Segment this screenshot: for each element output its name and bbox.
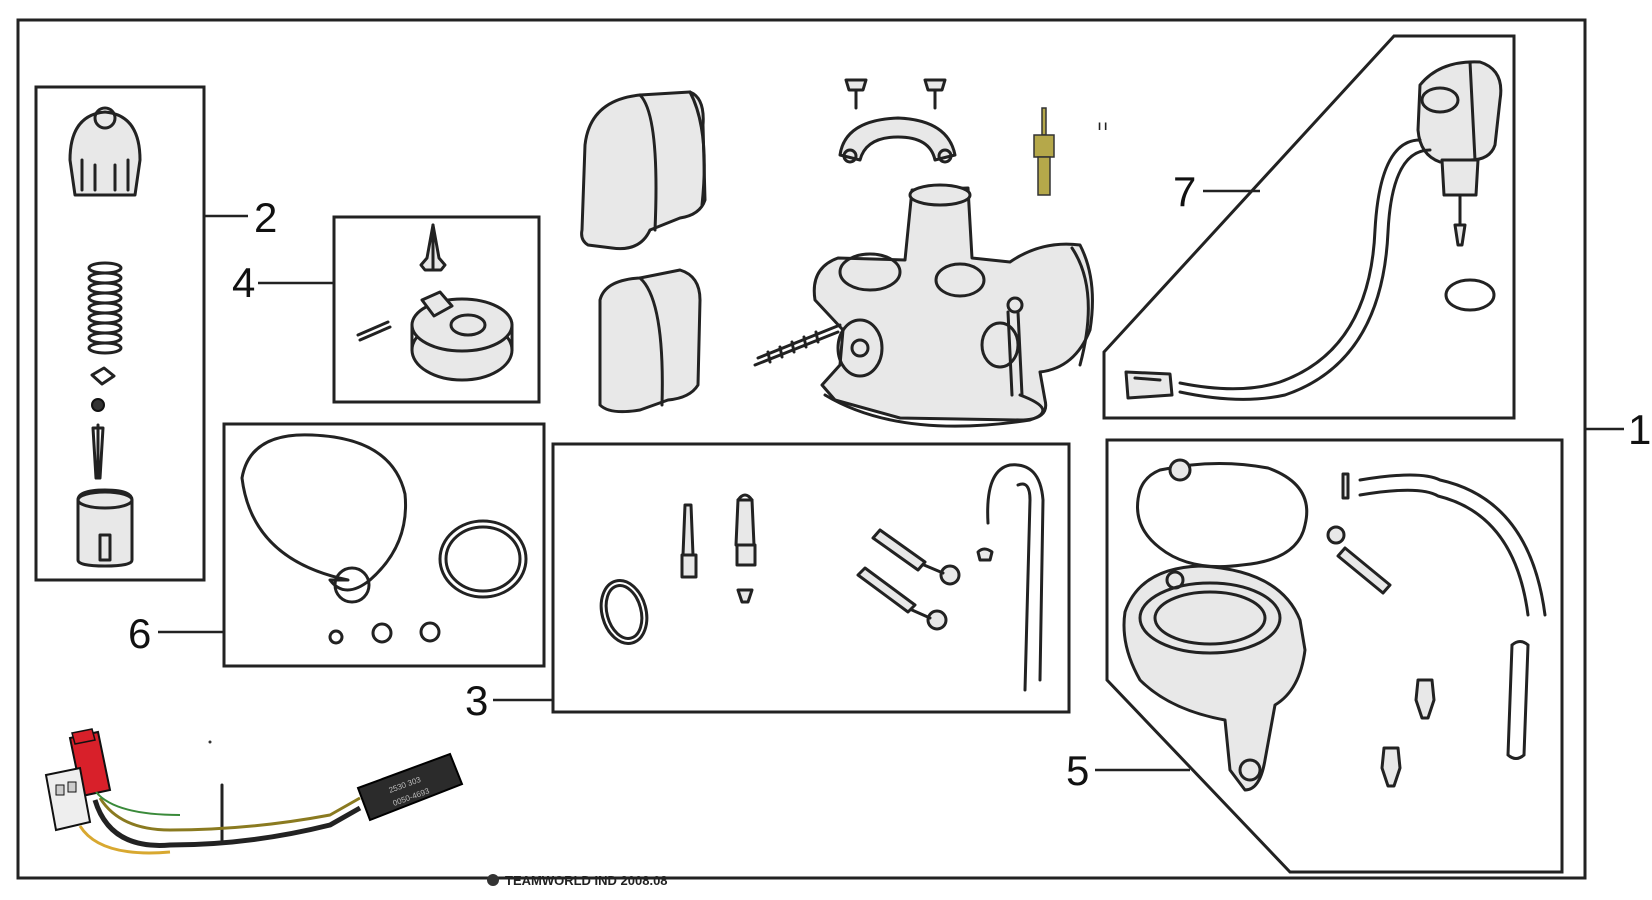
carburetor-body: I I: [580, 78, 1107, 428]
footer-text: TEAMWORLD IND 2008.08: [505, 873, 668, 888]
group-2-needle-parts: [34, 85, 206, 582]
group-6-gasket-kit: [222, 422, 546, 668]
assembly-frame: [16, 18, 1587, 880]
callout-7: 7: [1173, 168, 1196, 215]
callout-6: 6: [128, 610, 151, 657]
group-4-float-valve: [332, 215, 541, 404]
group-3-fittings-kit: [551, 442, 1071, 714]
copyright-footer: TEAMWORLD IND 2008.08: [487, 873, 668, 888]
group-7-auto-choke: [1102, 34, 1516, 420]
callout-1: 1: [1628, 406, 1651, 453]
brass-jet-fitting: [1033, 107, 1055, 196]
callout-4: 4: [232, 259, 255, 306]
choke-wiring-harness: 2530 303 0050-4693: [44, 728, 464, 855]
callout-5: 5: [1066, 747, 1089, 794]
callout-3: 3: [465, 677, 488, 724]
group-5-float-bowl: [1105, 438, 1564, 874]
svg-text:I I: I I: [1098, 121, 1107, 133]
teamworld-logo-icon: [487, 874, 499, 886]
callout-2: 2: [254, 194, 277, 241]
